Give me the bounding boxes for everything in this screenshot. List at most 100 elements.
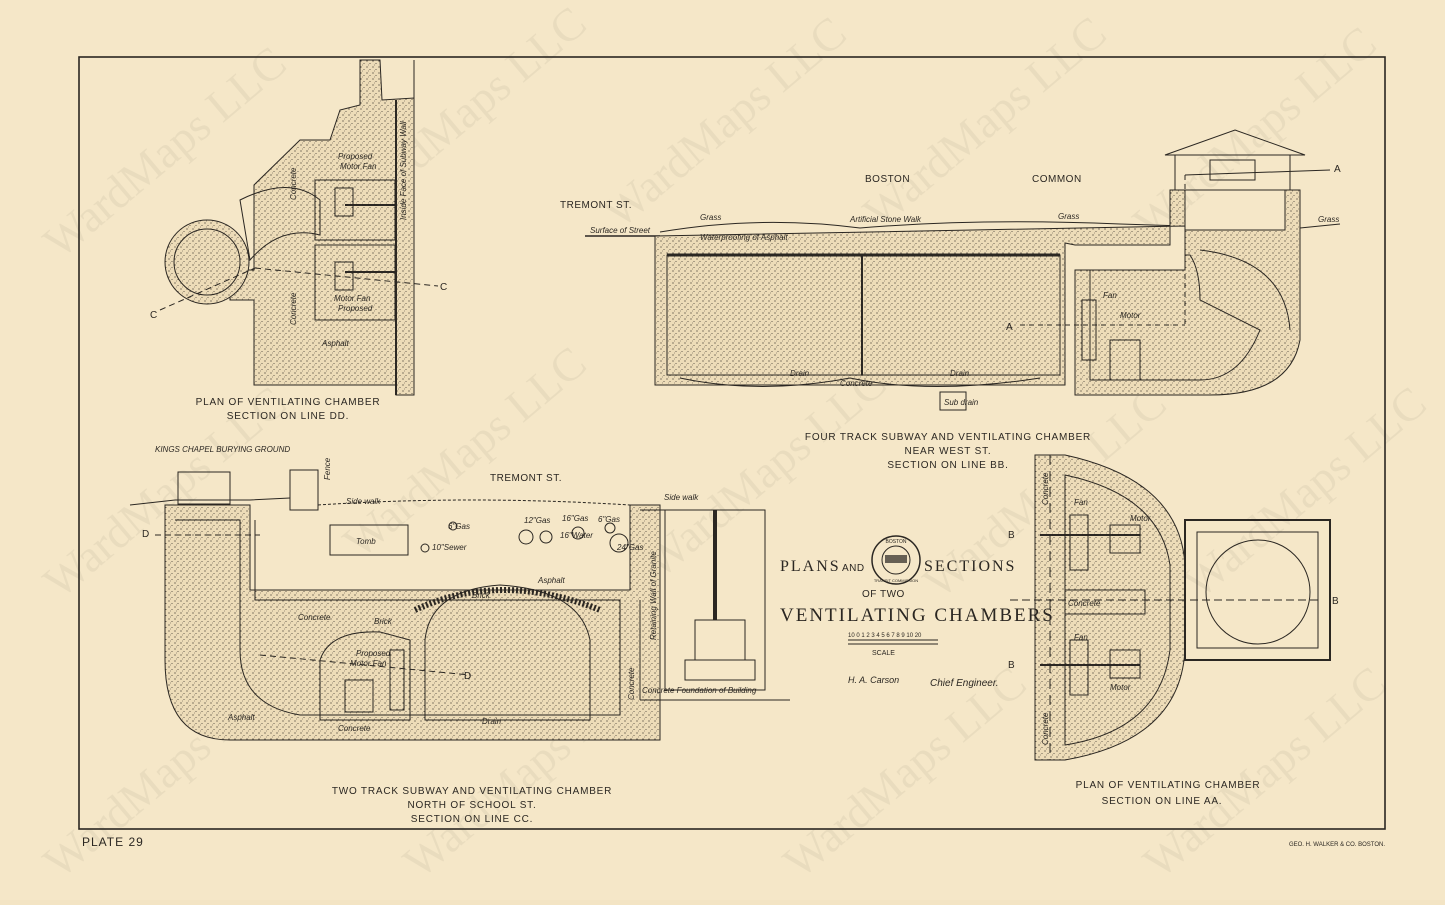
aa-label-motor-top: Motor (1130, 514, 1151, 523)
title-ventilating-chambers: VENTILATING CHAMBERS (780, 605, 1055, 626)
aa-label-concrete-3: Concrete (1041, 712, 1050, 745)
title-block: BOSTON TRANSIT COMMISSION (871, 535, 921, 585)
aa-label-b-right: B (1332, 596, 1339, 607)
cc-label-gas-4: 6"Gas (598, 515, 620, 524)
cc-label-tomb: Tomb (356, 537, 376, 546)
cc-label-water: 16"Water (560, 531, 593, 540)
cc-label-kings-chapel: KINGS CHAPEL BURYING GROUND (155, 445, 290, 454)
plate-border (78, 56, 1386, 830)
aa-label-motor-bottom: Motor (1110, 683, 1131, 692)
bb-label-a-right: A (1334, 164, 1341, 175)
signature: H. A. Carson (848, 675, 899, 685)
printer-credit: GEO. H. WALKER & CO. BOSTON. (1289, 842, 1385, 848)
cc-label-concrete-1: Concrete (298, 613, 331, 622)
title-plans: PLANS (780, 558, 841, 575)
two-track-drawing (129, 469, 790, 741)
cc-label-asphalt-1: Asphalt (537, 576, 565, 585)
dd-label-motor-fan-bottom: Motor Fan (334, 294, 371, 303)
scale-bar (848, 639, 938, 645)
bb-caption-2: NEAR WEST ST. (905, 446, 992, 457)
dd-label-c-left: C (150, 310, 158, 321)
cc-label-concrete-2: Concrete (338, 724, 371, 733)
title-of-two: OF TWO (862, 589, 905, 600)
svg-text:WardMaps LLC: WardMaps LLC (774, 656, 1036, 887)
dd-label-proposed-bottom: Proposed (338, 304, 373, 313)
cc-label-sewer: 10"Sewer (432, 543, 467, 552)
cc-label-gas-1: 6"Gas (448, 522, 470, 531)
dd-label-motor-fan-top: Motor Fan (340, 162, 377, 171)
svg-text:BOSTON: BOSTON (885, 539, 906, 545)
title-sections: SECTIONS (924, 558, 1016, 575)
cc-label-proposed: Proposed (356, 649, 391, 658)
svg-text:WardMaps LLC: WardMaps LLC (1174, 376, 1436, 607)
cc-label-brick-1: Brick (472, 591, 491, 600)
bb-label-subdrain: Sub drain (944, 398, 979, 407)
cc-label-drain: Drain (482, 717, 502, 726)
aa-caption-2: SECTION ON LINE AA. (1102, 796, 1223, 807)
cc-caption-3: SECTION ON LINE CC. (411, 814, 533, 825)
aa-label-b-left-2: B (1008, 660, 1015, 671)
cc-label-fence: Fence (323, 457, 332, 480)
cc-caption-1: TWO TRACK SUBWAY AND VENTILATING CHAMBER (332, 786, 612, 797)
bb-label-tremont: TREMONT ST. (560, 200, 632, 211)
bb-caption-1: FOUR TRACK SUBWAY AND VENTILATING CHAMBE… (805, 432, 1091, 443)
bb-label-drain-2: Drain (950, 369, 970, 378)
scale-ticks: 10 0 1 2 3 4 5 6 7 8 9 10 20 (848, 633, 922, 639)
dd-label-concrete-top: Concrete (289, 167, 298, 200)
dd-label-proposed-top: Proposed (338, 152, 373, 161)
aa-label-fan-bottom: Fan (1074, 633, 1088, 642)
four-track-drawing (585, 129, 1341, 411)
cc-label-foundation: Concrete Foundation of Building (642, 686, 757, 695)
bb-caption-3: SECTION ON LINE BB. (887, 460, 1008, 471)
aa-label-fan-top: Fan (1074, 498, 1088, 507)
dd-label-c-right: C (440, 282, 448, 293)
aa-label-concrete-1: Concrete (1068, 599, 1101, 608)
cc-label-motor-fan: Motor Fan (350, 659, 387, 668)
plan-aa-drawing (1010, 454, 1331, 761)
scale-label: SCALE (872, 650, 895, 657)
aa-label-concrete-2: Concrete (1041, 472, 1050, 505)
bb-label-grass-2: Grass (1058, 212, 1079, 221)
cc-label-sidewalk-1: Side walk (346, 497, 381, 506)
bb-label-surface: Surface of Street (590, 226, 651, 235)
svg-text:WardMaps LLC: WardMaps LLC (854, 6, 1116, 237)
cc-label-gas-2: 12"Gas (524, 516, 550, 525)
cc-caption-2: NORTH OF SCHOOL ST. (407, 800, 536, 811)
bb-label-a-left: A (1006, 322, 1013, 333)
plan-dd-drawing (159, 59, 439, 396)
dd-caption-1: PLAN OF VENTILATING CHAMBER (196, 397, 381, 408)
cc-label-gas-5: 24"Gas (616, 543, 643, 552)
dd-label-asphalt: Asphalt (321, 339, 349, 348)
svg-text:WardMaps LLC: WardMaps LLC (594, 6, 856, 237)
bb-label-drain-1: Drain (790, 369, 810, 378)
bb-label-concrete: Concrete (840, 379, 873, 388)
cc-label-gas-3: 16"Gas (562, 514, 588, 523)
aa-label-b-left-1: B (1008, 530, 1015, 541)
cc-label-sidewalk-2: Side walk (664, 493, 699, 502)
dd-label-inside-face: Inside Face of Subway Wall (399, 121, 408, 220)
bb-label-motor: Motor (1120, 311, 1141, 320)
cc-label-tremont: TREMONT ST. (490, 473, 562, 484)
bb-label-grass-3: Grass (1318, 215, 1339, 224)
cc-label-brick-2: Brick (374, 617, 393, 626)
svg-text:WardMaps LLC: WardMaps LLC (1124, 16, 1386, 247)
dd-label-concrete-bottom: Concrete (289, 292, 298, 325)
cc-label-asphalt-2: Asphalt (227, 713, 255, 722)
cc-label-concrete-3: Concrete (627, 667, 636, 700)
bb-label-grass-1: Grass (700, 213, 721, 222)
cc-label-d-right: D (464, 671, 472, 682)
dd-caption-2: SECTION ON LINE DD. (227, 411, 349, 422)
cc-label-retaining: Retaining Wall of Granite (649, 551, 658, 640)
bb-label-stone-walk: Artificial Stone Walk (849, 215, 922, 224)
bb-label-boston: BOSTON (865, 174, 910, 185)
title-and: AND (842, 563, 865, 574)
bb-label-waterproofing: Waterproofing of Asphalt (700, 233, 788, 242)
svg-text:TRANSIT COMMISSION: TRANSIT COMMISSION (874, 578, 918, 583)
cc-label-d-left: D (142, 529, 150, 540)
bb-label-fan: Fan (1103, 291, 1117, 300)
bb-label-common: COMMON (1032, 174, 1082, 185)
aa-caption-1: PLAN OF VENTILATING CHAMBER (1076, 780, 1261, 791)
plate-number: PLATE 29 (82, 835, 144, 849)
